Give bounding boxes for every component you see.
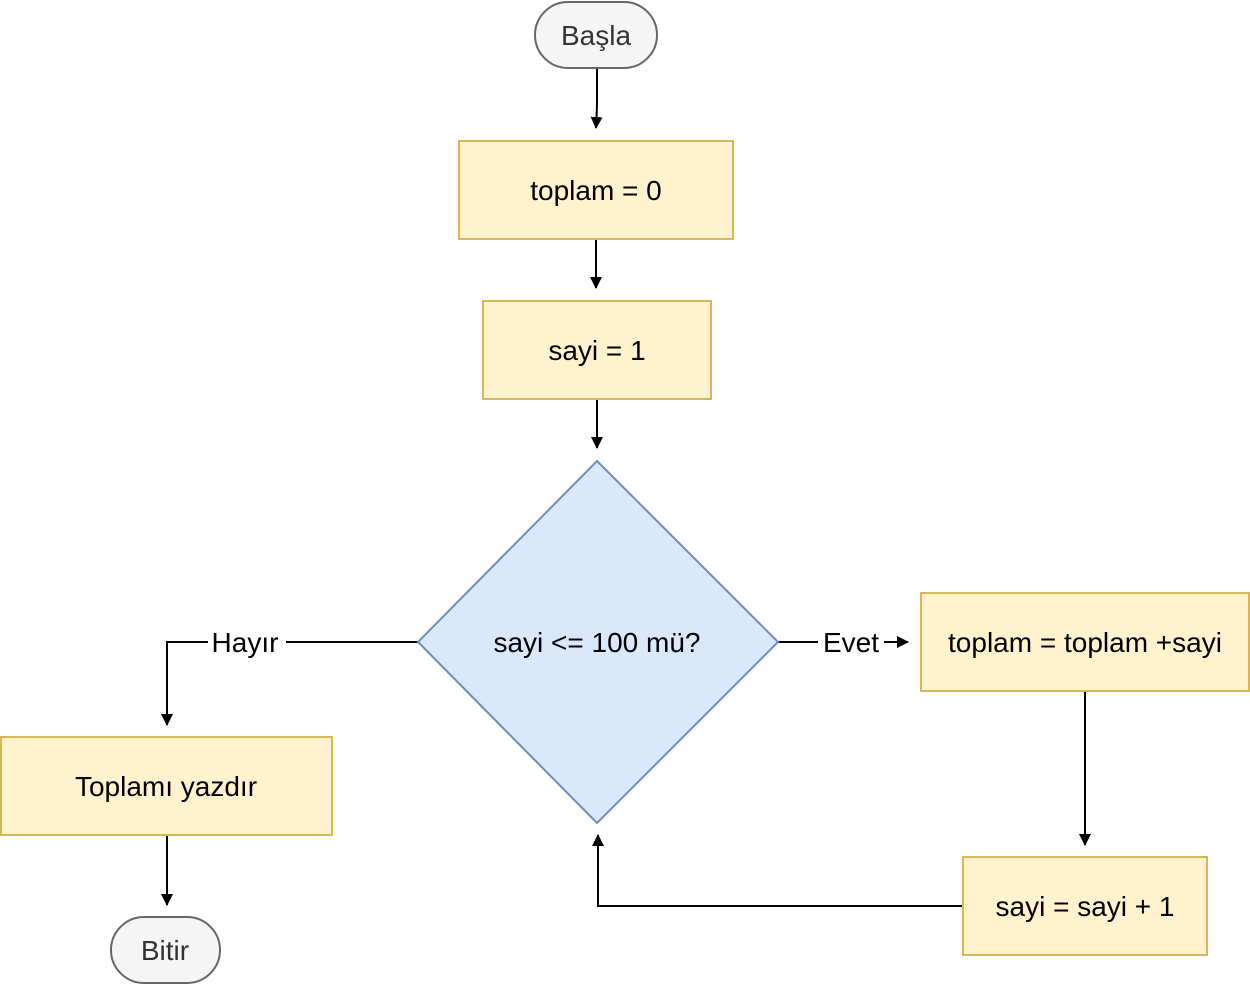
end-terminal-shape (110, 916, 221, 984)
process-init-total-label: toplam = 0 (530, 175, 662, 206)
decision-condition-label: sayi <= 100 mü? (493, 627, 700, 658)
start-terminal: Başla (534, 1, 658, 69)
process-increment: sayi = sayi + 1 (962, 856, 1208, 956)
process-init-total-shape (458, 140, 734, 240)
edge-label-yes: Evet (823, 627, 879, 658)
edges (167, 68, 1091, 907)
decision-condition-shape (416, 459, 780, 825)
edge-condition-no (167, 641, 418, 725)
process-add-to-total: toplam = toplam +sayi (920, 592, 1250, 692)
process-init-total: toplam = 0 (458, 140, 734, 240)
process-increment-label: sayi = sayi + 1 (996, 891, 1175, 922)
process-add-to-total-shape (920, 592, 1250, 692)
edge-start-to-init-total (590, 68, 603, 129)
start-terminal-shape (534, 1, 658, 69)
process-print-total-shape (0, 736, 333, 836)
process-print-total-label: Toplamı yazdır (75, 771, 257, 802)
process-init-number-label: sayi = 1 (548, 335, 645, 366)
edge-increment-to-condition (592, 834, 963, 907)
start-terminal-label: Başla (561, 20, 631, 51)
process-increment-shape (962, 856, 1208, 956)
process-init-number-shape (482, 300, 712, 400)
end-terminal-label: Bitir (141, 935, 189, 966)
process-init-number: sayi = 1 (482, 300, 712, 400)
process-print-total: Toplamı yazdır (0, 736, 333, 836)
process-add-to-total-label: toplam = toplam +sayi (948, 627, 1222, 658)
end-terminal: Bitir (110, 916, 221, 984)
decision-condition: sayi <= 100 mü? (416, 459, 780, 825)
edge-label-no: Hayır (212, 627, 279, 658)
